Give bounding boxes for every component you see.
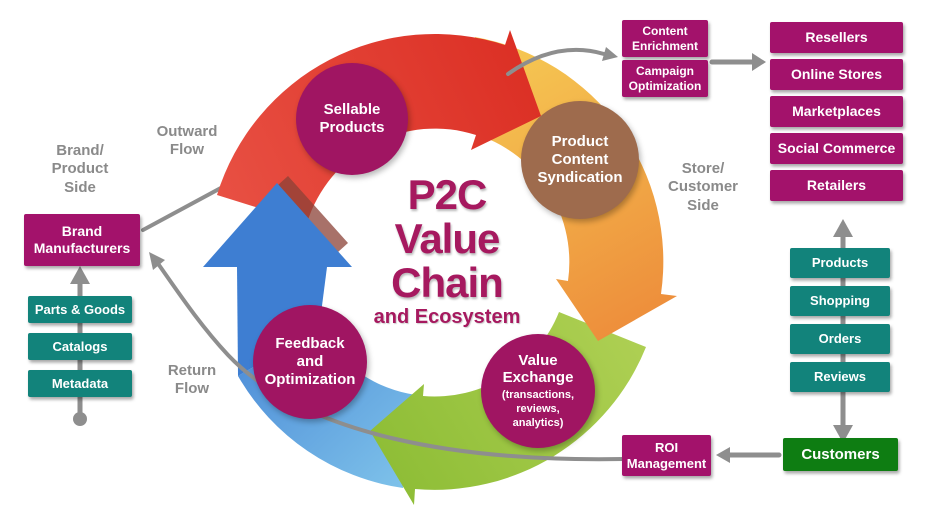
value-exchange-subtext: (transactions, reviews, analytics) (501, 389, 575, 429)
value-exchange-circle: Value Exchange (transactions, reviews, a… (481, 334, 595, 448)
orders-box: Orders (790, 324, 890, 354)
blue-arrow-shadow (278, 176, 348, 252)
feedback-optimization-circle: Feedback and Optimization (253, 305, 367, 419)
enrichment-to-channels-arrowhead (752, 53, 766, 71)
shopping-box: Shopping (790, 286, 890, 316)
left-line-dot (73, 412, 87, 426)
customers-box: Customers (783, 438, 898, 471)
marketplaces-box: Marketplaces (770, 96, 903, 127)
customers-to-roi-arrowhead (716, 447, 730, 463)
social-commerce-box: Social Commerce (770, 133, 903, 164)
return-flow-arrowhead (149, 252, 165, 270)
title-subtitle: and Ecosystem (373, 306, 521, 328)
metadata-box: Metadata (28, 370, 132, 397)
sellable-products-circle: Sellable Products (296, 63, 408, 175)
content-enrichment-box: Content Enrichment (622, 20, 708, 57)
right-vertical-arrowhead-up (833, 219, 853, 237)
left-vertical-arrowhead (70, 266, 90, 284)
roi-management-box: ROI Management (622, 435, 711, 476)
cycle-arrow-blue-head (203, 183, 352, 267)
online-stores-box: Online Stores (770, 59, 903, 90)
product-content-syndication-circle: Product Content Syndication (521, 101, 639, 219)
store-customer-side-label: Store/ Customer Side (667, 160, 738, 214)
brand-manufacturers-box: Brand Manufacturers (24, 214, 140, 266)
reviews-box: Reviews (790, 362, 890, 392)
value-exchange-title: Value Exchange (502, 351, 574, 387)
catalogs-box: Catalogs (28, 333, 132, 360)
syndication-to-enrichment-line (506, 47, 606, 76)
resellers-box: Resellers (770, 22, 903, 53)
parts-goods-box: Parts & Goods (28, 296, 132, 323)
outward-flow-label: Outward Flow (156, 123, 218, 159)
title-main: P2C Value Chain (391, 171, 504, 306)
retailers-box: Retailers (770, 170, 903, 201)
brand-product-side-label: Brand/ Product Side (51, 142, 109, 196)
products-box: Products (790, 248, 890, 278)
diagram-title: P2C Value Chain and Ecosystem (347, 173, 547, 329)
campaign-optimization-box: Campaign Optimization (622, 60, 708, 97)
return-flow-label: Return Flow (167, 362, 217, 398)
syndication-to-enrichment-arrowhead (602, 47, 618, 61)
right-vertical-arrowhead-down (833, 425, 853, 443)
